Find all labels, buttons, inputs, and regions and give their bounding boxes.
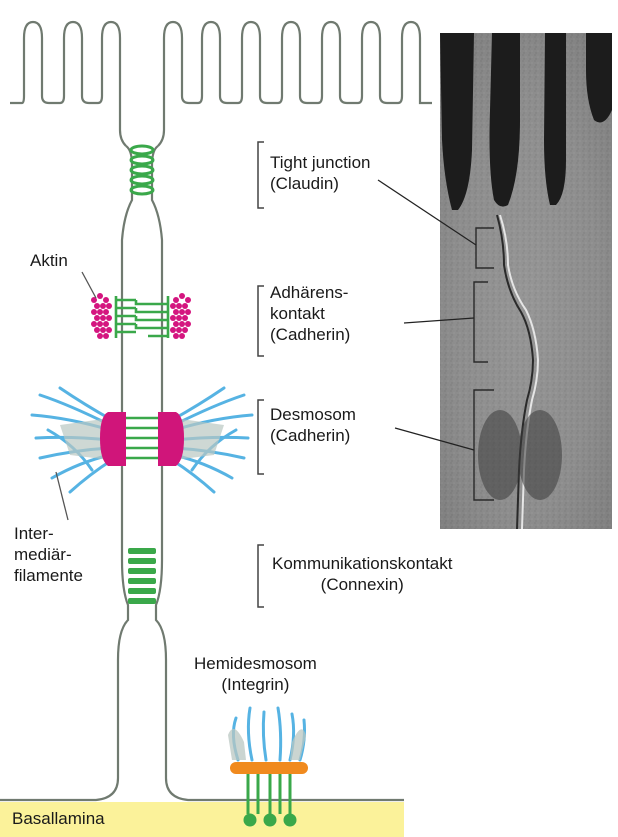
label-intermediaer-line1: Inter-: [14, 523, 83, 544]
label-hemidesmosom-line2: (Integrin): [194, 674, 317, 695]
label-adhaerens-line2: kontakt: [270, 303, 350, 324]
bracket-adherens: [258, 286, 264, 356]
label-tight-junction: Tight junction (Claudin): [270, 152, 370, 194]
bracket-tight-junction: [258, 142, 264, 208]
pointer-intermediaer: [56, 472, 68, 520]
label-desmosom: Desmosom (Cadherin): [270, 404, 356, 446]
label-adhaerens-line3: (Cadherin): [270, 324, 350, 345]
label-kommunikation: Kommunikationskontakt (Connexin): [272, 553, 452, 595]
label-hemidesmosom-line1: Hemidesmosom: [194, 653, 317, 674]
pointer-aktin: [82, 272, 96, 298]
label-tight-junction-line1: Tight junction: [270, 152, 370, 173]
label-basallamina-text: Basallamina: [12, 808, 105, 829]
tight-junction-claudin: [131, 146, 153, 194]
hemidesmosome-plate: [230, 762, 308, 774]
label-tight-junction-line2: (Claudin): [270, 173, 370, 194]
label-aktin: Aktin: [30, 250, 68, 271]
gap-junction-connexin: [128, 548, 156, 604]
label-basallamina: Basallamina: [12, 808, 105, 829]
label-intermediaer: Inter- mediär- filamente: [14, 523, 83, 586]
adherens-cadherin-zipper: [116, 296, 168, 338]
bracket-desmosom: [258, 400, 264, 474]
label-brackets: [258, 142, 264, 607]
label-desmosom-line1: Desmosom: [270, 404, 356, 425]
lateral-membrane-left: [0, 146, 132, 800]
label-kommunikation-line1: Kommunikationskontakt: [272, 553, 452, 574]
electron-micrograph: [378, 33, 612, 529]
label-hemidesmosom: Hemidesmosom (Integrin): [194, 653, 317, 695]
bracket-kommunikation: [258, 545, 264, 607]
label-adhaerens: Adhärens- kontakt (Cadherin): [270, 282, 350, 345]
desmosome-cadherins: [126, 418, 158, 458]
actin-bundles: [91, 293, 191, 339]
label-aktin-text: Aktin: [30, 250, 68, 271]
label-adhaerens-line1: Adhärens-: [270, 282, 350, 303]
label-intermediaer-line3: filamente: [14, 565, 83, 586]
label-desmosom-line2: (Cadherin): [270, 425, 356, 446]
label-intermediaer-line2: mediär-: [14, 544, 83, 565]
label-kommunikation-line2: (Connexin): [272, 574, 452, 595]
apical-microvilli-membrane: [10, 22, 432, 146]
pointer-lines: [56, 272, 96, 520]
